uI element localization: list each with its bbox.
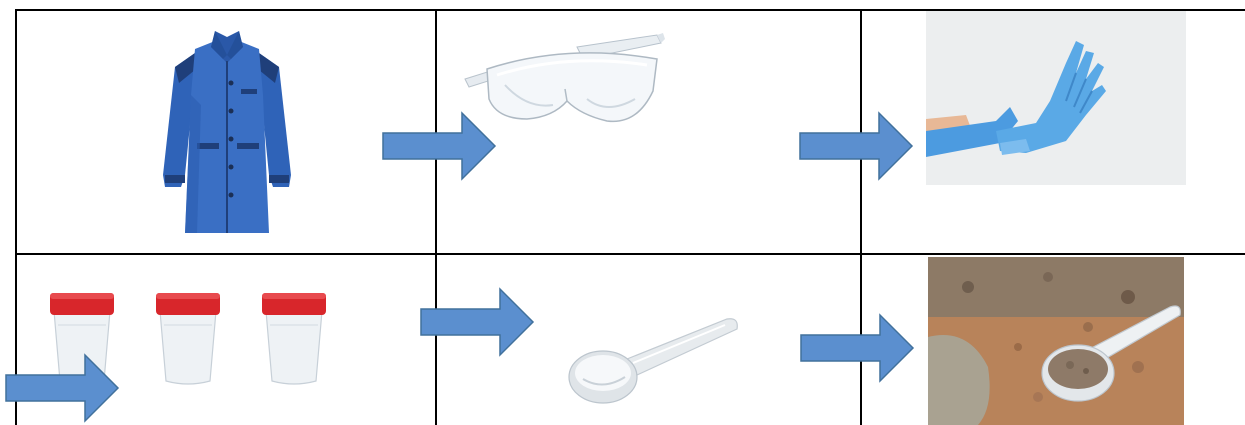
measuring-spoon-icon: [568, 318, 738, 404]
arrow-right: [800, 313, 915, 383]
gloves-icon: [926, 41, 1106, 157]
sample-cups-icon: [50, 293, 326, 385]
gloves-photo: [926, 11, 1186, 185]
grid-divider-1: [435, 9, 437, 425]
arrow-right: [420, 287, 535, 357]
cup-2: [156, 293, 220, 385]
step-safety-goggles: [437, 11, 914, 253]
grid-top-line: [15, 9, 1245, 11]
step-soil-sample: [862, 255, 1245, 425]
step-measuring-spoon: [437, 255, 915, 425]
step-sample-containers: [0, 255, 535, 425]
arrow-right: [382, 111, 497, 181]
soil-scoop-icon: [928, 257, 1184, 425]
step-gloves: [862, 11, 1245, 253]
lab-coat-icon: [163, 31, 291, 233]
step-lab-coat: [17, 11, 497, 253]
arrow-right: [5, 353, 120, 423]
grid-middle-line: [15, 253, 1245, 255]
safety-goggles-icon: [464, 33, 665, 123]
grid-left-line: [15, 9, 17, 425]
grid-divider-2: [860, 9, 862, 425]
arrow-right: [799, 111, 914, 181]
cup-3: [262, 293, 326, 385]
soil-photo: [928, 257, 1184, 425]
